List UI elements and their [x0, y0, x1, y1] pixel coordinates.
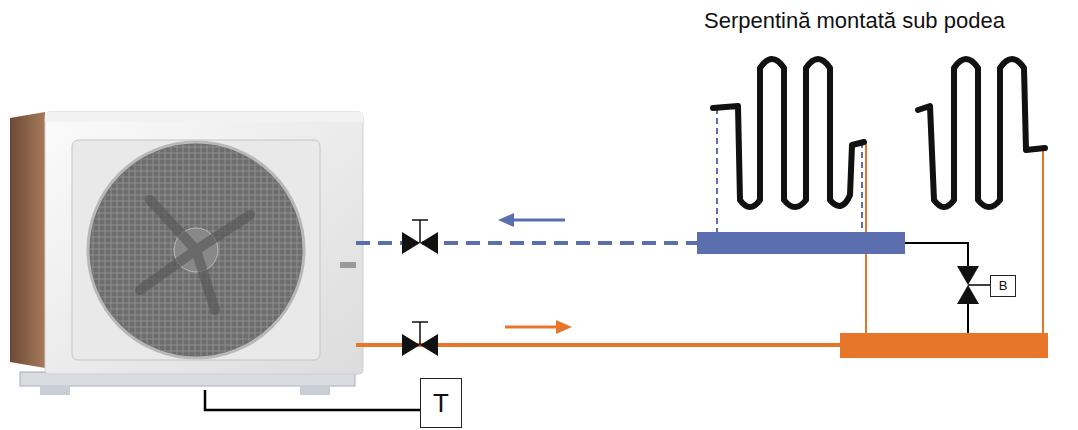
coil-risers [717, 108, 1043, 334]
sensor-wire [205, 390, 420, 410]
shutoff-valves [402, 220, 438, 356]
sensor-box: T [420, 378, 462, 428]
node-text: B [999, 279, 1008, 293]
valve-label-box: B [990, 275, 1016, 297]
bypass-valve [905, 243, 990, 333]
supply-manifold [840, 333, 1048, 358]
heat-pump [10, 112, 363, 395]
node-text: T [433, 389, 449, 418]
flow-arrows [498, 213, 572, 334]
floor-coils [713, 59, 1045, 207]
return-manifold [697, 232, 905, 254]
coil-label: Serpentină montată sub podea [704, 8, 1005, 34]
